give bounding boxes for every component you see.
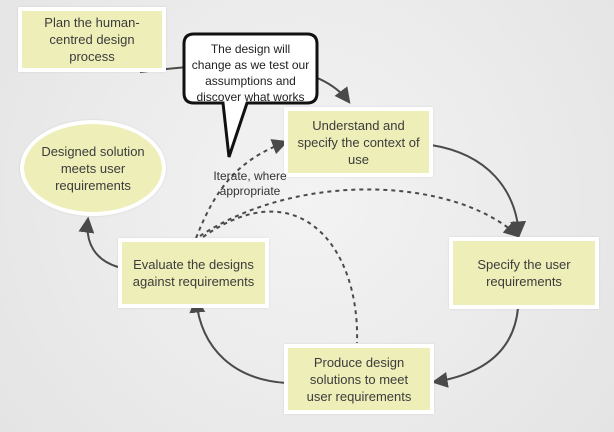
designed-solution-ellipse: Designed solution meets user requirement…	[20, 120, 166, 216]
arrow-evaluate-to-solution	[78, 216, 119, 268]
arrow-specify-to-produce	[431, 307, 519, 388]
evaluate-designs-box: Evaluate the designs against requirement…	[118, 238, 269, 308]
arrow-produce-to-evaluate	[189, 296, 288, 384]
designed-solution-label: Designed solution meets user requirement…	[41, 143, 145, 193]
understand-context-label: Understand and specify the context of us…	[297, 117, 420, 167]
specify-requirements-box: Specify the user requirements	[449, 237, 599, 309]
plan-process-box: Plan the human-centred design process	[18, 7, 166, 72]
produce-design-box: Produce design solutions to meet user re…	[284, 344, 434, 414]
speech-bubble-text: The design will change as we test our as…	[191, 42, 310, 104]
iterate-label: Iterate, where appropriate	[213, 169, 287, 198]
specify-requirements-label: Specify the user requirements	[477, 257, 571, 289]
plan-process-label: Plan the human-centred design process	[44, 15, 140, 64]
produce-design-label: Produce design solutions to meet user re…	[306, 354, 412, 404]
understand-context-box: Understand and specify the context of us…	[284, 107, 433, 177]
evaluate-designs-label: Evaluate the designs against requirement…	[132, 257, 255, 289]
arrow-understand-to-specify	[430, 144, 527, 238]
